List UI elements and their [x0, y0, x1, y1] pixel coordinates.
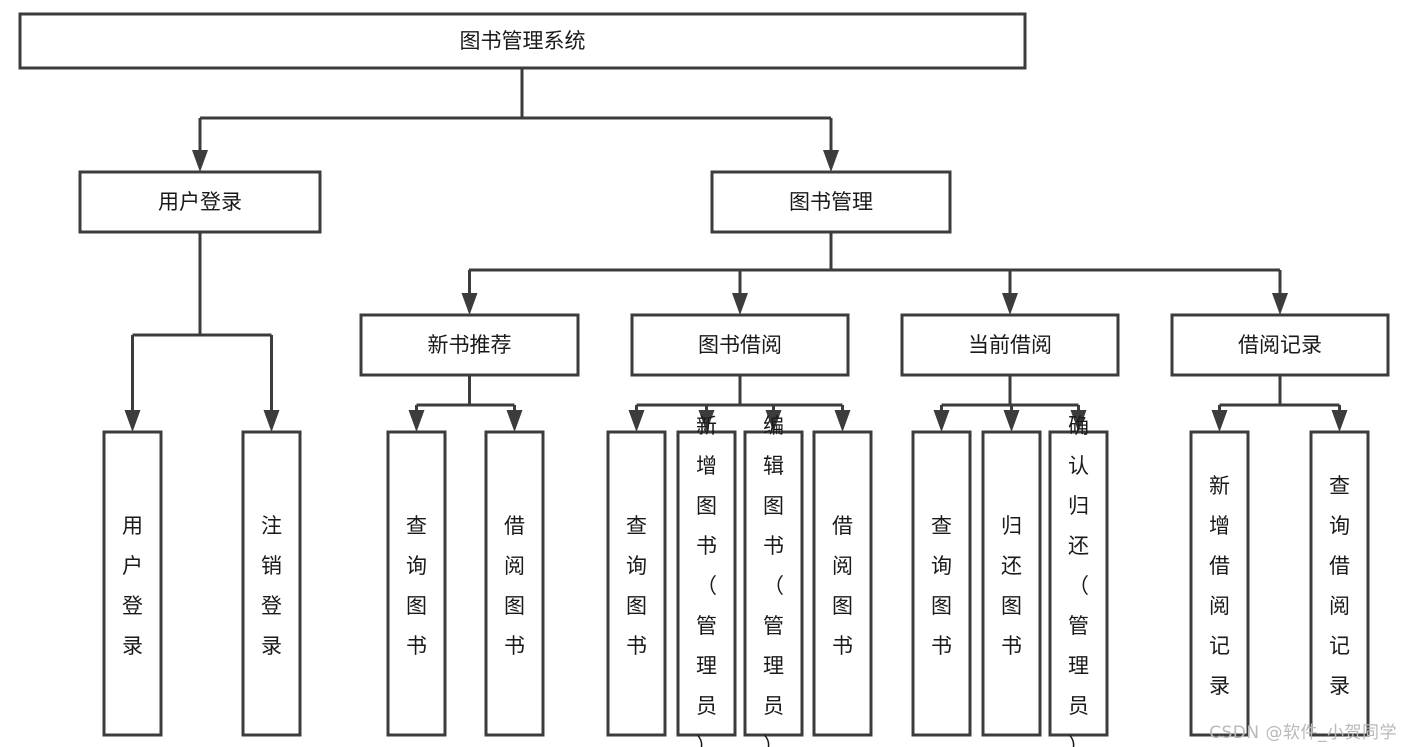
arrow-head-icon-book-borrow [732, 293, 748, 315]
node-leaf-query-book-current-label: 查询图书 [931, 514, 952, 658]
node-user-login-label: 用户登录 [158, 190, 242, 214]
arrow-head-icon-leaf-add-book-admin [698, 410, 715, 432]
node-leaf-borrow-book-recommend-box[interactable] [484, 430, 545, 737]
arrow-head-icon-leaf-confirm-return-admin [1070, 410, 1087, 432]
node-book-borrow-label: 图书借阅 [698, 333, 782, 357]
node-borrow-record-box[interactable] [1170, 313, 1390, 377]
node-leaf-query-borrow-record-box[interactable] [1309, 430, 1370, 737]
node-leaf-borrow-book-box[interactable] [812, 430, 873, 737]
node-leaf-query-book-borrow-box[interactable] [606, 430, 667, 737]
node-leaf-confirm-return-admin-box[interactable] [1048, 430, 1109, 737]
node-book-borrow-box[interactable] [630, 313, 850, 377]
node-leaf-borrow-book-recommend-label: 借阅图书 [504, 514, 525, 658]
node-leaf-query-book-recommend-box[interactable] [386, 430, 447, 737]
node-user-login-box[interactable] [78, 170, 322, 234]
node-leaf-query-borrow-record-label: 查询借阅记录 [1329, 474, 1350, 698]
node-current-borrow-box[interactable] [900, 313, 1120, 377]
arrow-head-icon-leaf-query-book-current [933, 410, 950, 432]
node-leaf-edit-book-admin-label: 编辑图书（管理员） [763, 414, 784, 747]
node-leaf-confirm-return-admin-label: 确认归还（管理员） [1068, 414, 1089, 747]
arrow-head-icon-user-login [192, 150, 208, 172]
arrow-head-icon-leaf-borrow-book-recommend [506, 410, 523, 432]
node-leaf-return-book-label: 归还图书 [1001, 514, 1022, 658]
node-leaf-borrow-book-label: 借阅图书 [832, 514, 853, 658]
node-leaf-logout-login-box[interactable] [241, 430, 302, 737]
node-leaf-query-book-borrow-label: 查询图书 [626, 514, 647, 658]
node-leaf-return-book-box[interactable] [981, 430, 1042, 737]
arrow-head-icon-leaf-edit-book-admin [765, 410, 782, 432]
node-leaf-query-book-current-box[interactable] [911, 430, 972, 737]
node-leaf-add-borrow-record-box[interactable] [1189, 430, 1250, 737]
arrow-head-icon-borrow-record [1272, 293, 1288, 315]
connector-layer [124, 68, 1348, 432]
node-leaf-logout-login-label: 注销登录 [261, 514, 282, 658]
arrow-head-icon-leaf-query-borrow-record [1331, 410, 1348, 432]
node-root-label: 图书管理系统 [460, 29, 586, 53]
arrow-head-icon-leaf-user-login [124, 410, 141, 432]
arrow-head-icon-leaf-query-book-recommend [408, 410, 425, 432]
node-leaf-edit-book-admin-box[interactable] [743, 430, 804, 737]
arrow-head-icon-current-borrow [1002, 293, 1018, 315]
arrow-head-icon-leaf-add-borrow-record [1211, 410, 1228, 432]
node-book-management-box[interactable] [710, 170, 952, 234]
arrow-head-icon-book-management [823, 150, 839, 172]
node-leaf-add-borrow-record-label: 新增借阅记录 [1209, 474, 1230, 698]
node-new-book-recommend-label: 新书推荐 [428, 333, 512, 357]
arrow-head-icon-new-book-recommend [461, 293, 478, 315]
node-root-box[interactable] [18, 12, 1027, 70]
arrow-head-icon-leaf-return-book [1003, 410, 1020, 432]
node-leaf-user-login-label: 用户登录 [122, 514, 143, 658]
node-layer: 图书管理系统用户登录图书管理新书推荐图书借阅当前借阅借阅记录用户登录注销登录查询… [18, 12, 1390, 747]
node-borrow-record-label: 借阅记录 [1238, 333, 1322, 357]
arrow-head-icon-leaf-query-book-borrow [628, 410, 645, 432]
node-book-management-label: 图书管理 [789, 190, 873, 214]
node-leaf-user-login-box[interactable] [102, 430, 163, 737]
arrow-head-icon-leaf-borrow-book [834, 410, 851, 432]
node-leaf-query-book-recommend-label: 查询图书 [406, 514, 427, 658]
arrow-head-icon-leaf-logout-login [263, 410, 280, 432]
csdn-watermark: CSDN @软件_小贺同学 [1209, 723, 1397, 743]
node-current-borrow-label: 当前借阅 [968, 333, 1052, 357]
node-leaf-add-book-admin-box[interactable] [676, 430, 737, 737]
node-new-book-recommend-box[interactable] [359, 313, 580, 377]
node-leaf-add-book-admin-label: 新增图书（管理员） [696, 414, 717, 747]
